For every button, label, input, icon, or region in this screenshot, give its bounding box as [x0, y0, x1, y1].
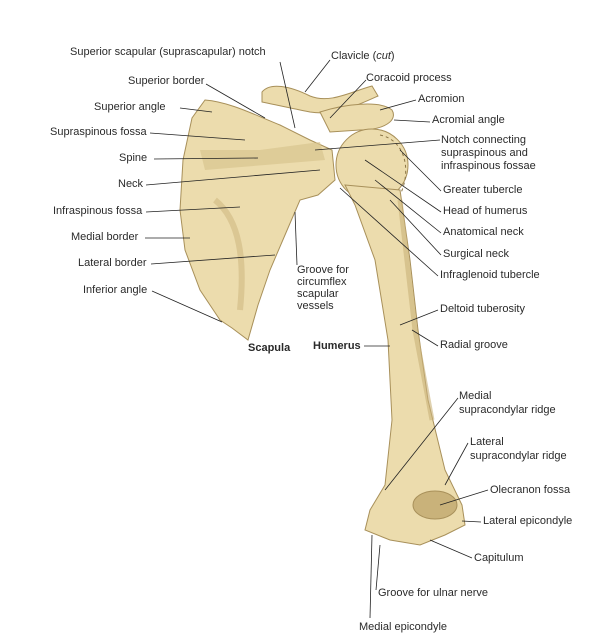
label-infraspinous-fossa: Infraspinous fossa	[53, 205, 143, 217]
clavicle-cut-text: cut	[376, 50, 391, 62]
lateral-ridge-line-2: supracondylar ridge	[470, 450, 567, 462]
label-coracoid-process: Coracoid process	[366, 72, 452, 84]
label-acromial-angle: Acromial angle	[432, 114, 505, 126]
label-greater-tubercle: Greater tubercle	[443, 184, 523, 196]
label-medial-epicondyle: Medial epicondyle	[359, 621, 448, 633]
label-infraglenoid-tubercle: Infraglenoid tubercle	[440, 269, 540, 281]
label-olecranon-fossa: Olecranon fossa	[490, 484, 571, 496]
label-clavicle: Clavicle (cut)	[331, 50, 395, 63]
clavicle-text: Clavicle (	[331, 50, 377, 62]
notch-line-1: Notch connecting	[441, 134, 526, 146]
lateral-ridge-line-1: Lateral	[470, 436, 504, 448]
label-lateral-supracondylar-ridge: Lateral supracondylar ridge	[470, 435, 567, 463]
groove-line-2: circumflex	[297, 276, 347, 288]
medial-ridge-line-2: supracondylar ridge	[459, 404, 556, 416]
label-neck: Neck	[118, 178, 144, 190]
humerus-shaft	[344, 184, 466, 546]
label-inferior-angle: Inferior angle	[83, 284, 148, 296]
label-anatomical-neck: Anatomical neck	[443, 226, 524, 238]
label-lateral-border: Lateral border	[78, 257, 147, 269]
label-surgical-neck: Surgical neck	[443, 248, 510, 260]
label-deltoid-tuberosity: Deltoid tuberosity	[440, 303, 525, 315]
label-suprascapular-notch: Superior scapular (suprascapular) notch	[70, 46, 266, 58]
label-acromion: Acromion	[418, 93, 465, 105]
clavicle-close-text: )	[390, 50, 395, 62]
notch-line-3: infraspinous fossae	[441, 160, 536, 172]
label-scapula: Scapula	[248, 342, 291, 354]
groove-line-3: scapular	[297, 288, 339, 300]
leader-lines	[145, 59, 489, 619]
groove-line-4: vessels	[297, 300, 334, 312]
label-groove-ulnar-nerve: Groove for ulnar nerve	[378, 587, 489, 599]
label-medial-border: Medial border	[71, 231, 139, 243]
label-superior-border: Superior border	[128, 75, 205, 87]
label-medial-supracondylar-ridge: Medial supracondylar ridge	[459, 389, 556, 417]
label-humerus: Humerus	[313, 340, 361, 352]
label-radial-groove: Radial groove	[440, 339, 508, 351]
medial-ridge-line-1: Medial	[459, 390, 492, 402]
label-lateral-epicondyle: Lateral epicondyle	[483, 515, 573, 527]
label-supraspinous-fossa: Supraspinous fossa	[50, 126, 147, 138]
label-capitulum: Capitulum	[474, 552, 524, 564]
label-head-of-humerus: Head of humerus	[443, 205, 528, 217]
label-spine: Spine	[119, 152, 148, 164]
groove-line-1: Groove for	[297, 264, 349, 276]
notch-line-2: supraspinous and	[441, 147, 528, 159]
label-superior-angle: Superior angle	[94, 101, 166, 113]
